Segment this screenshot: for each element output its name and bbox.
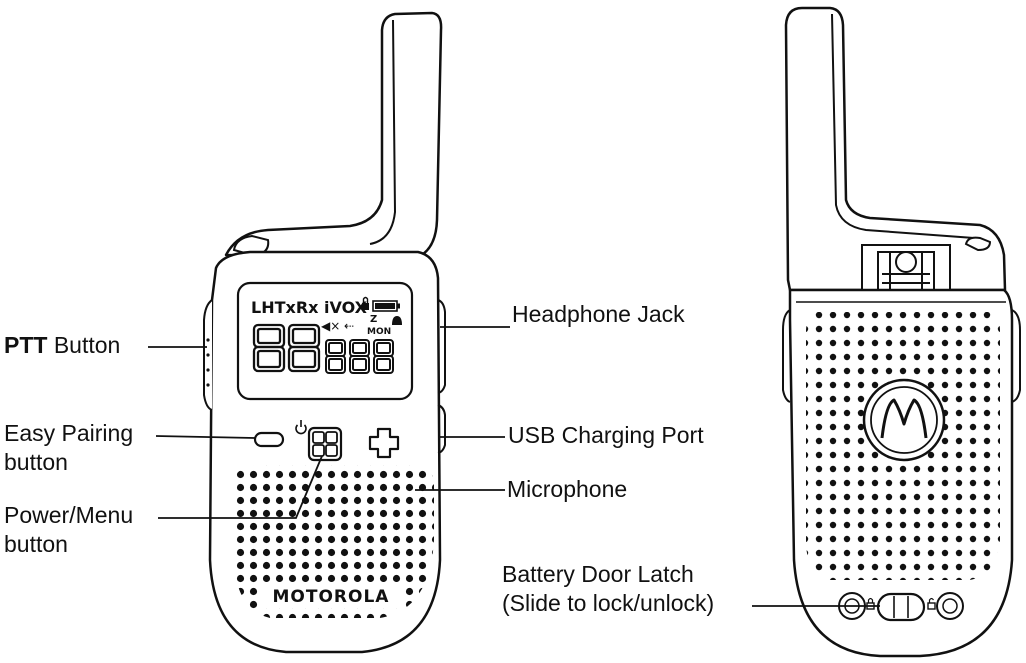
front-logo: MOTOROLA (273, 587, 390, 607)
label-power-menu: Power/Menu button (4, 502, 134, 557)
easy-pairing-button (253, 431, 285, 448)
lcd-status-icons: LHTxRx iVOX (251, 298, 368, 317)
mon-indicator: MON (367, 327, 391, 337)
usb-icon: ⇠ (344, 319, 354, 333)
lcd-digits-small (325, 339, 394, 374)
back-antenna (784, 6, 1007, 292)
sleep-icon: Z (370, 314, 377, 325)
label-ptt-button: PTT Button (4, 332, 121, 358)
back-radio (782, 6, 1021, 658)
leader-lines (148, 326, 880, 607)
label-easy-pairing: Easy Pairing button (4, 420, 134, 475)
bell-icon (392, 316, 402, 325)
label-headphone-jack: Headphone Jack (512, 301, 685, 327)
label-battery-door-latch: Battery Door Latch (Slide to lock/unlock… (502, 561, 715, 616)
motorola-m-icon (880, 398, 928, 439)
unlock-icon (927, 602, 936, 610)
lock-icon (362, 303, 369, 310)
front-radio: LHTxRx iVOX ◀× ⇠ Z MON (203, 11, 446, 654)
leader-power-menu (158, 455, 323, 519)
power-menu-button[interactable] (307, 426, 343, 462)
lcd-display: LHTxRx iVOX ◀× ⇠ Z MON (236, 281, 414, 401)
label-usb-charging-port: USB Charging Port (508, 422, 704, 448)
plus-button (368, 427, 400, 459)
label-microphone: Microphone (507, 476, 628, 502)
battery-door-latch[interactable] (838, 592, 964, 622)
belt-clip-hinge (861, 244, 951, 294)
mute-icon: ◀× (321, 319, 340, 333)
leader-easy-pairing (155, 435, 256, 439)
power-icon (295, 420, 307, 435)
front-antenna (224, 11, 443, 260)
lcd-digits-large (252, 323, 321, 373)
